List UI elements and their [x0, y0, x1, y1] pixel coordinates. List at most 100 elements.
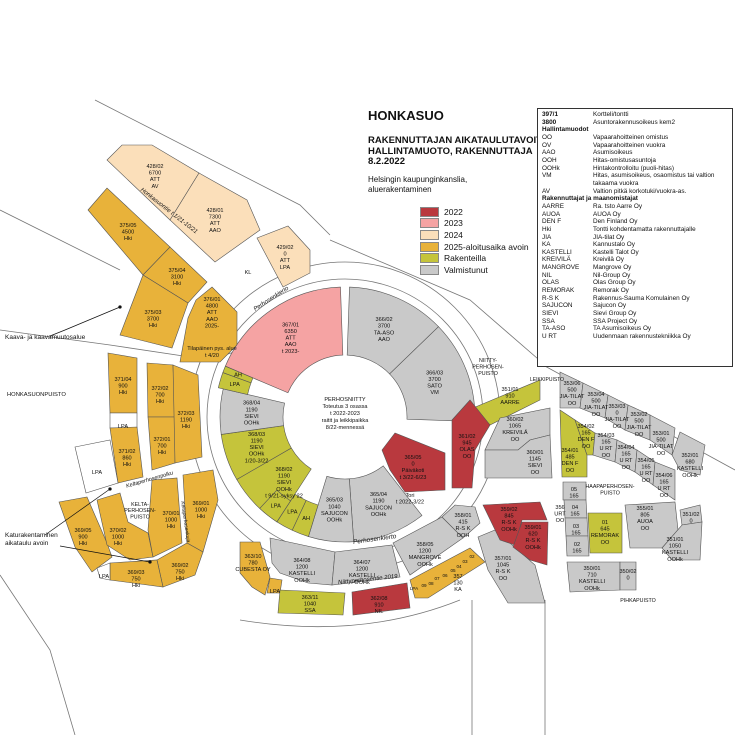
abbreviation-value: SSA Project Oy — [593, 317, 638, 325]
plot-label-line: 376/01 — [203, 297, 220, 303]
plot-p356-02 — [565, 535, 590, 557]
plot-label-line: 165 — [581, 431, 590, 437]
plot-label-line: 355/01 — [636, 506, 653, 512]
plot-label-line: OO — [511, 437, 520, 443]
plot-label-line: 1040 — [328, 504, 340, 510]
plot-label-line: VM — [430, 390, 439, 396]
plot-label-line: 2025- — [205, 323, 219, 329]
plot-label-line: REMORAK — [591, 533, 620, 539]
plot-label-line: Hki — [158, 450, 166, 456]
plot-p369-02 — [156, 542, 204, 588]
plot-label: LPA — [99, 574, 109, 580]
plot-label-line: 165 — [601, 440, 610, 446]
plot-label-line: 429/02 — [276, 245, 293, 251]
plot-label-line: 500 — [656, 438, 665, 444]
plot-label-line: OO — [499, 576, 508, 582]
block-356-label-line: 356 — [555, 505, 564, 511]
plot-label-line: Hki — [79, 541, 87, 547]
abbreviation-value: JIA-tilat Oy — [593, 233, 625, 241]
plot-label-line: JIA-TILAT — [627, 425, 652, 431]
plot-label-line: SIEVI — [277, 480, 292, 486]
legend-item: 2025-aloitusaika avoin — [420, 241, 529, 253]
plot-label-line: 365/05 — [404, 455, 421, 461]
legend-label: 2025-aloitusaika avoin — [444, 241, 529, 252]
plot-label-line: 358/01 — [454, 513, 471, 519]
plot-label-line: 1000 — [165, 518, 177, 524]
plot-label-line: 351/01 — [501, 387, 518, 393]
plot-lpa-b — [74, 439, 119, 494]
plot-label-line: 3700 — [428, 377, 440, 383]
legend-swatch — [420, 253, 439, 264]
perhosniitty-label-line: 8/22-mennessä — [326, 425, 365, 431]
plot-label-line: 369/03 — [127, 570, 144, 576]
subtitle-line: RAKENNUTTAJAN AIKATAULUTAVOITTEET — [368, 135, 567, 146]
plot-label-line: 354/01 — [561, 448, 578, 454]
plot-p363-10 — [239, 541, 271, 596]
plot-label-line: 750 — [131, 577, 140, 583]
plot-label-line: 680 — [685, 460, 694, 466]
plot-label-line: KASTELLI — [579, 579, 606, 585]
plot-label-line: LPA — [271, 503, 281, 509]
plot-label-line: OLAS — [460, 447, 475, 453]
strip-plot-number: 07 — [434, 576, 440, 581]
park-keltaperhosenpuisto: KELTA-PERHOSEN-PUISTO — [124, 502, 156, 520]
plot-label-line: Hki — [149, 323, 157, 329]
plot-label-line: ATT — [150, 177, 161, 183]
park-niittyperhosenpuisto-line: NIITTY- — [479, 358, 497, 364]
abbreviation-key: R-S K — [542, 294, 560, 302]
plot-label-line: OO — [601, 540, 610, 546]
street-keltaperhosenkuja: Keltaperhosenkuja — [179, 501, 191, 543]
plot-label-line: OO — [642, 478, 651, 484]
plot-label-line: TA-ASO — [374, 330, 395, 336]
plot-label-line: 365/03 — [326, 498, 343, 504]
plot-label-line: 362/08 — [370, 596, 387, 602]
abbreviation-key: MANGROVE — [542, 264, 580, 272]
plot-label-line: 1190 — [372, 499, 384, 505]
plot-label-line: 485 — [565, 455, 574, 461]
plot-p372-03 — [172, 364, 203, 464]
plot-label-line: Hki — [119, 390, 127, 396]
abbreviation-key: REMORAK — [542, 287, 575, 295]
plot-p429-02 — [256, 225, 311, 288]
plot-label-line: 710 — [587, 573, 596, 579]
subtitle-line: HALLINTAMUOTO, RAKENNUTTAJA — [368, 145, 533, 157]
plot-p367-01 — [224, 286, 344, 394]
plot-label-line: 700 — [157, 444, 166, 450]
plot-label-line: 359/01 — [524, 525, 541, 531]
abbreviation-key: TA-ASO — [542, 325, 566, 333]
map-subtitle: RAKENNUTTAJAN AIKATAULUTAVOITTEET HALLIN… — [368, 135, 567, 168]
block-356-label-line: URT — [554, 512, 566, 518]
plot-label-line: 364/08 — [293, 558, 310, 564]
plot-label-line: 165 — [641, 465, 650, 471]
plot-label-line: 4500 — [122, 230, 134, 236]
plot-label-line: Hki — [114, 541, 122, 547]
plot-label-line: 428/01 — [206, 208, 223, 214]
plot-p352-01 — [671, 431, 706, 476]
plot-label: AH — [234, 373, 242, 379]
kl-label: KL — [245, 270, 252, 276]
plot-label-line: 05 — [571, 487, 577, 493]
park-niittyperhosenpuisto-line: PUISTO — [478, 371, 498, 377]
plot-label-line: OOHk — [294, 578, 310, 584]
plot-label-line: 353/04 — [587, 392, 604, 398]
plot-lpa-2 — [259, 489, 291, 523]
plot-label-line: 351/02 — [682, 512, 699, 518]
plot-label-line: 1190 — [246, 407, 258, 413]
plot-label-line: 360/01 — [526, 450, 543, 456]
